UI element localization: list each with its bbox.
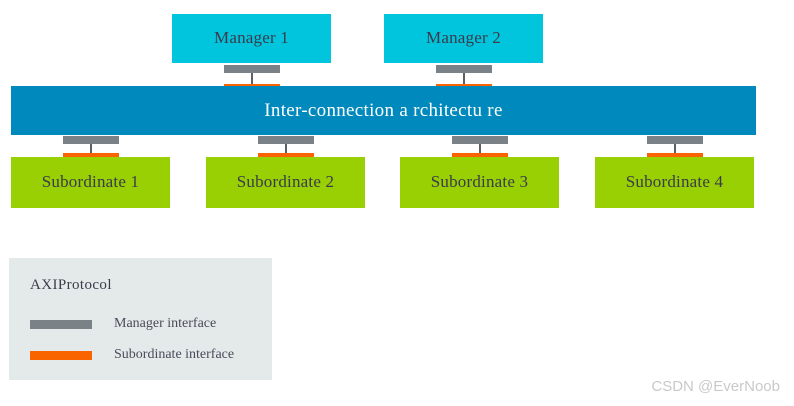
legend-title: AXIProtocol [30,277,112,293]
legend-item-subordinate-interface: Subordinate interface [30,347,234,363]
manager-interface-bar [258,136,314,144]
subordinate-block-1: Subordinate 1 [11,157,170,208]
manager-interface-bar [452,136,508,144]
manager-interface-bar [436,65,492,73]
manager-block-2: Manager 2 [384,14,543,63]
subordinate-interface-swatch [30,350,92,360]
subordinate-block-2: Subordinate 2 [206,157,365,208]
subordinate-block-3: Subordinate 3 [400,157,559,208]
interface-wire [674,144,676,154]
subordinate-block-3-label: Subordinate 3 [430,172,529,192]
manager-interface-bar [647,136,703,144]
interface-wire [285,144,287,154]
legend-item-subordinate-interface-label: Subordinate interface [114,347,235,362]
interface-wire [90,144,92,154]
manager-block-2-label: Manager 2 [426,28,501,48]
interface-wire [251,73,253,85]
manager-interface-bar [224,65,280,73]
subordinate-block-4-label: Subordinate 4 [625,172,724,192]
subordinate-block-1-label: Subordinate 1 [41,172,140,192]
manager-block-1-label: Manager 1 [214,28,289,48]
interface-wire [479,144,481,154]
manager-interface-swatch [30,319,92,329]
subordinate-block-2-label: Subordinate 2 [236,172,335,192]
interface-wire [463,73,465,85]
legend-panel: AXIProtocol Manager interface Subordinat… [9,258,272,380]
manager-interface-bar [63,136,119,144]
subordinate-block-4: Subordinate 4 [595,157,754,208]
interconnect-architecture-label: Inter-connection a rchitectu re [264,99,503,121]
manager-block-1: Manager 1 [172,14,331,63]
legend-item-manager-interface-label: Manager interface [114,316,217,331]
legend-item-manager-interface: Manager interface [30,316,216,332]
interconnect-architecture-block: Inter-connection a rchitectu re [11,86,756,135]
watermark: CSDN @EverNoob [651,378,780,395]
